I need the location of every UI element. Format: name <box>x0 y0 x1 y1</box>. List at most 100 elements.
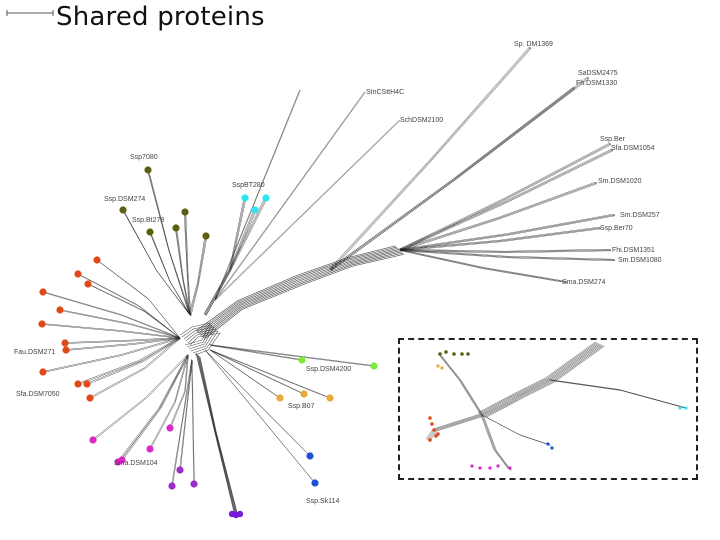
olive-node <box>202 232 210 240</box>
leaf-label: SchDSM2100 <box>400 117 443 124</box>
right-leaf-node <box>609 143 611 145</box>
branch-right-6 <box>399 213 615 252</box>
blue-node <box>311 479 319 487</box>
branch-magenta-4 <box>169 354 189 429</box>
orange-node <box>300 390 308 398</box>
olive-node <box>119 206 127 214</box>
red-node <box>62 346 70 354</box>
right-leaf-node <box>573 87 575 89</box>
olive-node <box>144 166 152 174</box>
branch-cyan-2 <box>203 196 268 317</box>
branch-orange-2 <box>209 349 331 399</box>
branch-up-0 <box>214 91 366 301</box>
branch-up-1 <box>214 119 401 301</box>
branch-olive-2 <box>148 231 192 317</box>
leaf-label: Sfa.DSM1054 <box>611 145 655 152</box>
leaf-label: Sma.DSM274 <box>562 279 606 286</box>
branch-blue-0 <box>204 349 311 457</box>
branch-red-10 <box>86 337 181 385</box>
right-leaf-node <box>565 281 567 283</box>
olive-node <box>181 208 189 216</box>
branch-right-9 <box>399 248 615 262</box>
leaf-label: Ssp.Ber <box>600 136 626 143</box>
magenta-node <box>166 424 174 432</box>
red-node <box>56 306 64 314</box>
leaf-label: Sp. DM1369 <box>514 41 553 48</box>
leaf-label: SaDSM2475 <box>578 70 618 77</box>
orange-node <box>276 394 284 402</box>
branch-red-11 <box>89 337 181 399</box>
branch-orange-1 <box>209 349 305 395</box>
branch-cyan-0 <box>203 197 247 317</box>
leaf-label: Sm.DSM257 <box>620 212 660 219</box>
cyan-node <box>251 206 259 214</box>
red-node <box>74 380 82 388</box>
red-node <box>61 339 69 347</box>
purple-node <box>176 466 184 474</box>
branch-right-0 <box>329 47 531 271</box>
leaf-label: Fau.DSM271 <box>14 349 55 356</box>
network-branches <box>41 47 615 517</box>
branch-purple-1 <box>191 359 195 485</box>
inset-branches <box>425 341 688 471</box>
scale-bar <box>6 10 54 16</box>
branch-magenta-0 <box>92 354 189 441</box>
right-leaf-node <box>595 182 597 184</box>
branch-red-4 <box>59 309 181 339</box>
slide-title: Shared proteins <box>56 2 265 32</box>
right-leaf-node <box>587 77 589 79</box>
right-leaf-node <box>613 214 615 216</box>
green-node <box>298 356 306 364</box>
purple-node <box>168 482 176 490</box>
red-node <box>83 380 91 388</box>
blue-node <box>306 452 314 460</box>
violet-node <box>236 510 244 518</box>
leaf-label: Ssp.Ber70 <box>600 225 633 232</box>
olive-node <box>172 224 180 232</box>
right-leaf-node <box>599 227 601 229</box>
branch-magenta-2 <box>121 354 189 461</box>
leaf-label: Ssp.DSM274 <box>104 196 145 203</box>
right-leaf-node <box>613 259 615 261</box>
magenta-node <box>118 456 126 464</box>
leaf-label: Sfa.DSM7050 <box>16 391 60 398</box>
red-node <box>86 394 94 402</box>
branch-olive-3 <box>183 211 192 316</box>
branch-olive-1 <box>121 208 192 317</box>
green-node <box>370 362 378 370</box>
leaf-label: StnCSttH4C <box>366 89 404 96</box>
olive-node <box>146 228 154 236</box>
leaf-label: Ssp7080 <box>130 154 158 161</box>
orange-node <box>326 394 334 402</box>
branch-red-3 <box>42 291 181 339</box>
red-node <box>39 288 47 296</box>
branch-purple-2 <box>171 359 193 487</box>
magenta-node <box>89 436 97 444</box>
branch-red-2 <box>87 283 181 339</box>
branch-olive-4 <box>174 227 192 316</box>
branch-right-10 <box>399 248 567 284</box>
red-node <box>84 280 92 288</box>
branch-olive-0 <box>146 169 192 316</box>
main-backbone <box>195 245 405 340</box>
leaf-label: Ssp.Sk114 <box>306 498 339 505</box>
red-node <box>74 270 82 278</box>
branch-orange-0 <box>209 349 281 399</box>
inset-nodes <box>428 350 688 470</box>
cyan-node <box>241 194 249 202</box>
leaf-label: SspBT280 <box>232 182 265 189</box>
purple-node <box>190 480 198 488</box>
leaf-label: Sma.DSM104 <box>114 460 158 467</box>
branch-green-1 <box>209 344 375 367</box>
branch-right-7 <box>399 226 601 252</box>
branch-violet-0 <box>195 352 239 517</box>
core-mesh <box>179 322 221 356</box>
leaf-labels: Sp. DM1369SaDSM2475Fh.DSM1330StnCSttH4CS… <box>14 41 662 505</box>
leaf-label: Fhi.DSM1351 <box>612 247 655 254</box>
red-node <box>93 256 101 264</box>
leaf-label: Sm.DSM1080 <box>618 257 662 264</box>
leaf-nodes <box>38 47 615 519</box>
right-leaf-node <box>611 149 613 151</box>
branch-red-5 <box>41 323 181 339</box>
